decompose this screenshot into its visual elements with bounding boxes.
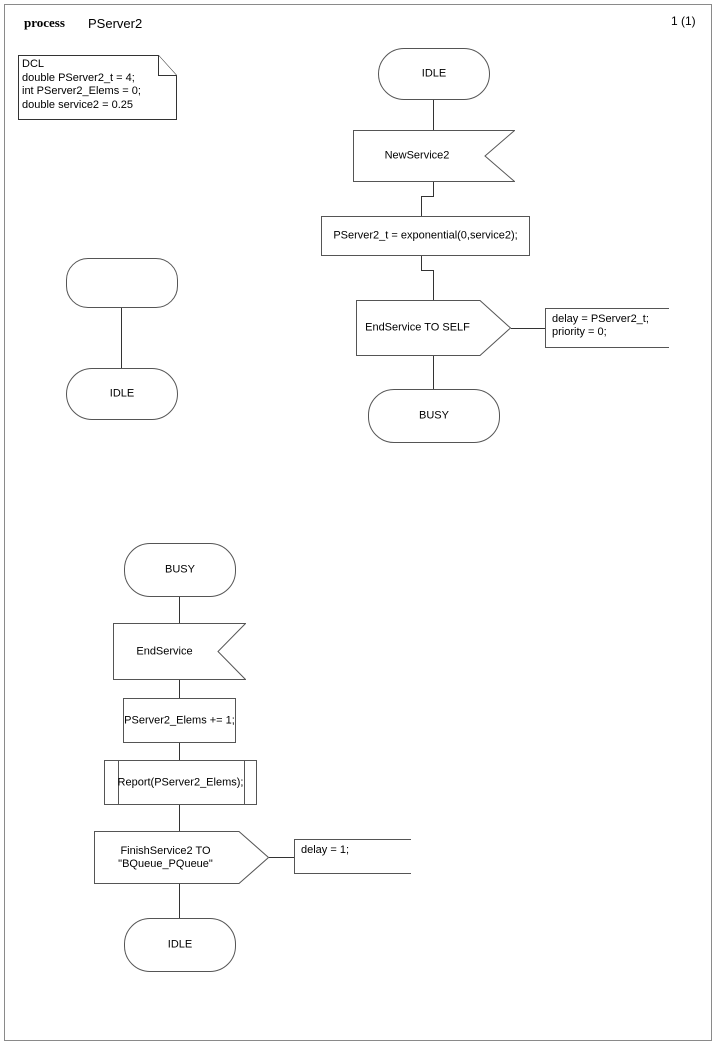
connector-endservice-to-task	[179, 680, 180, 698]
task-exponential[interactable]: PServer2_t = exponential(0,service2);	[321, 216, 530, 256]
connector-task-to-output-seg1	[421, 256, 422, 270]
state-label: IDLE	[167, 938, 193, 951]
start-symbol[interactable]	[66, 258, 178, 308]
state-label: BUSY	[165, 563, 195, 576]
task-label: PServer2_Elems += 1;	[124, 714, 235, 726]
input-label: EndService	[136, 645, 193, 657]
state-idle-initial[interactable]: IDLE	[66, 368, 178, 420]
state-label: BUSY	[419, 409, 449, 422]
connector-output-to-comment-2	[269, 857, 294, 858]
connector-task-to-output-seg2	[421, 270, 434, 271]
connector-output-to-comment	[511, 328, 545, 329]
procedure-call-report[interactable]: Report(PServer2_Elems);	[104, 760, 257, 805]
connector-proccall-to-output	[179, 805, 180, 831]
proccall-right-bar	[244, 761, 245, 804]
task-elems-increment[interactable]: PServer2_Elems += 1;	[123, 698, 236, 743]
input-label: NewService2	[384, 149, 450, 162]
output-finishservice2[interactable]: FinishService2 TO "BQueue_PQueue"	[94, 831, 269, 884]
connector-busy-to-endservice	[179, 597, 180, 623]
dcl-text: DCL double PServer2_t = 4; int PServer2_…	[22, 58, 141, 111]
task-label: PServer2_t = exponential(0,service2);	[333, 229, 518, 242]
connector-output-to-busy	[433, 356, 434, 389]
state-busy-next[interactable]: BUSY	[368, 389, 500, 443]
state-busy-trigger[interactable]: BUSY	[124, 543, 236, 597]
proccall-left-bar	[118, 761, 119, 804]
comment-delay-1[interactable]: delay = 1;	[294, 839, 411, 874]
connector-task-to-proccall	[179, 743, 180, 760]
comment-text: delay = 1;	[301, 844, 350, 856]
state-label: IDLE	[109, 387, 135, 400]
state-idle-trigger[interactable]: IDLE	[378, 48, 490, 100]
output-label: EndService TO SELF	[365, 321, 470, 334]
connector-output-to-idle	[179, 884, 180, 918]
output-label: FinishService2 TO "BQueue_PQueue"	[118, 844, 213, 870]
process-name: PServer2	[88, 16, 143, 31]
connector-newservice2-to-task-seg3	[421, 196, 422, 216]
state-label: IDLE	[421, 67, 447, 80]
comment-delay-priority[interactable]: delay = PServer2_t; priority = 0;	[545, 308, 669, 348]
connector-newservice2-to-task-seg1	[433, 182, 434, 196]
input-endservice[interactable]: EndService	[113, 623, 246, 680]
page-number: 1 (1)	[671, 14, 696, 28]
comment-text: delay = PServer2_t; priority = 0;	[552, 313, 649, 338]
process-keyword: process	[24, 15, 65, 30]
connector-start-to-idle	[121, 308, 122, 368]
input-newservice2[interactable]: NewService2	[353, 130, 515, 182]
dcl-declaration-box[interactable]: DCL double PServer2_t = 4; int PServer2_…	[18, 55, 177, 120]
connector-task-to-output-seg3	[433, 270, 434, 300]
proccall-label: Report(PServer2_Elems);	[117, 776, 244, 788]
output-endservice-to-self[interactable]: EndService TO SELF	[356, 300, 511, 356]
state-idle-final[interactable]: IDLE	[124, 918, 236, 972]
connector-newservice2-to-task-seg2	[421, 196, 434, 197]
connector-idle-to-newservice2	[433, 100, 434, 130]
